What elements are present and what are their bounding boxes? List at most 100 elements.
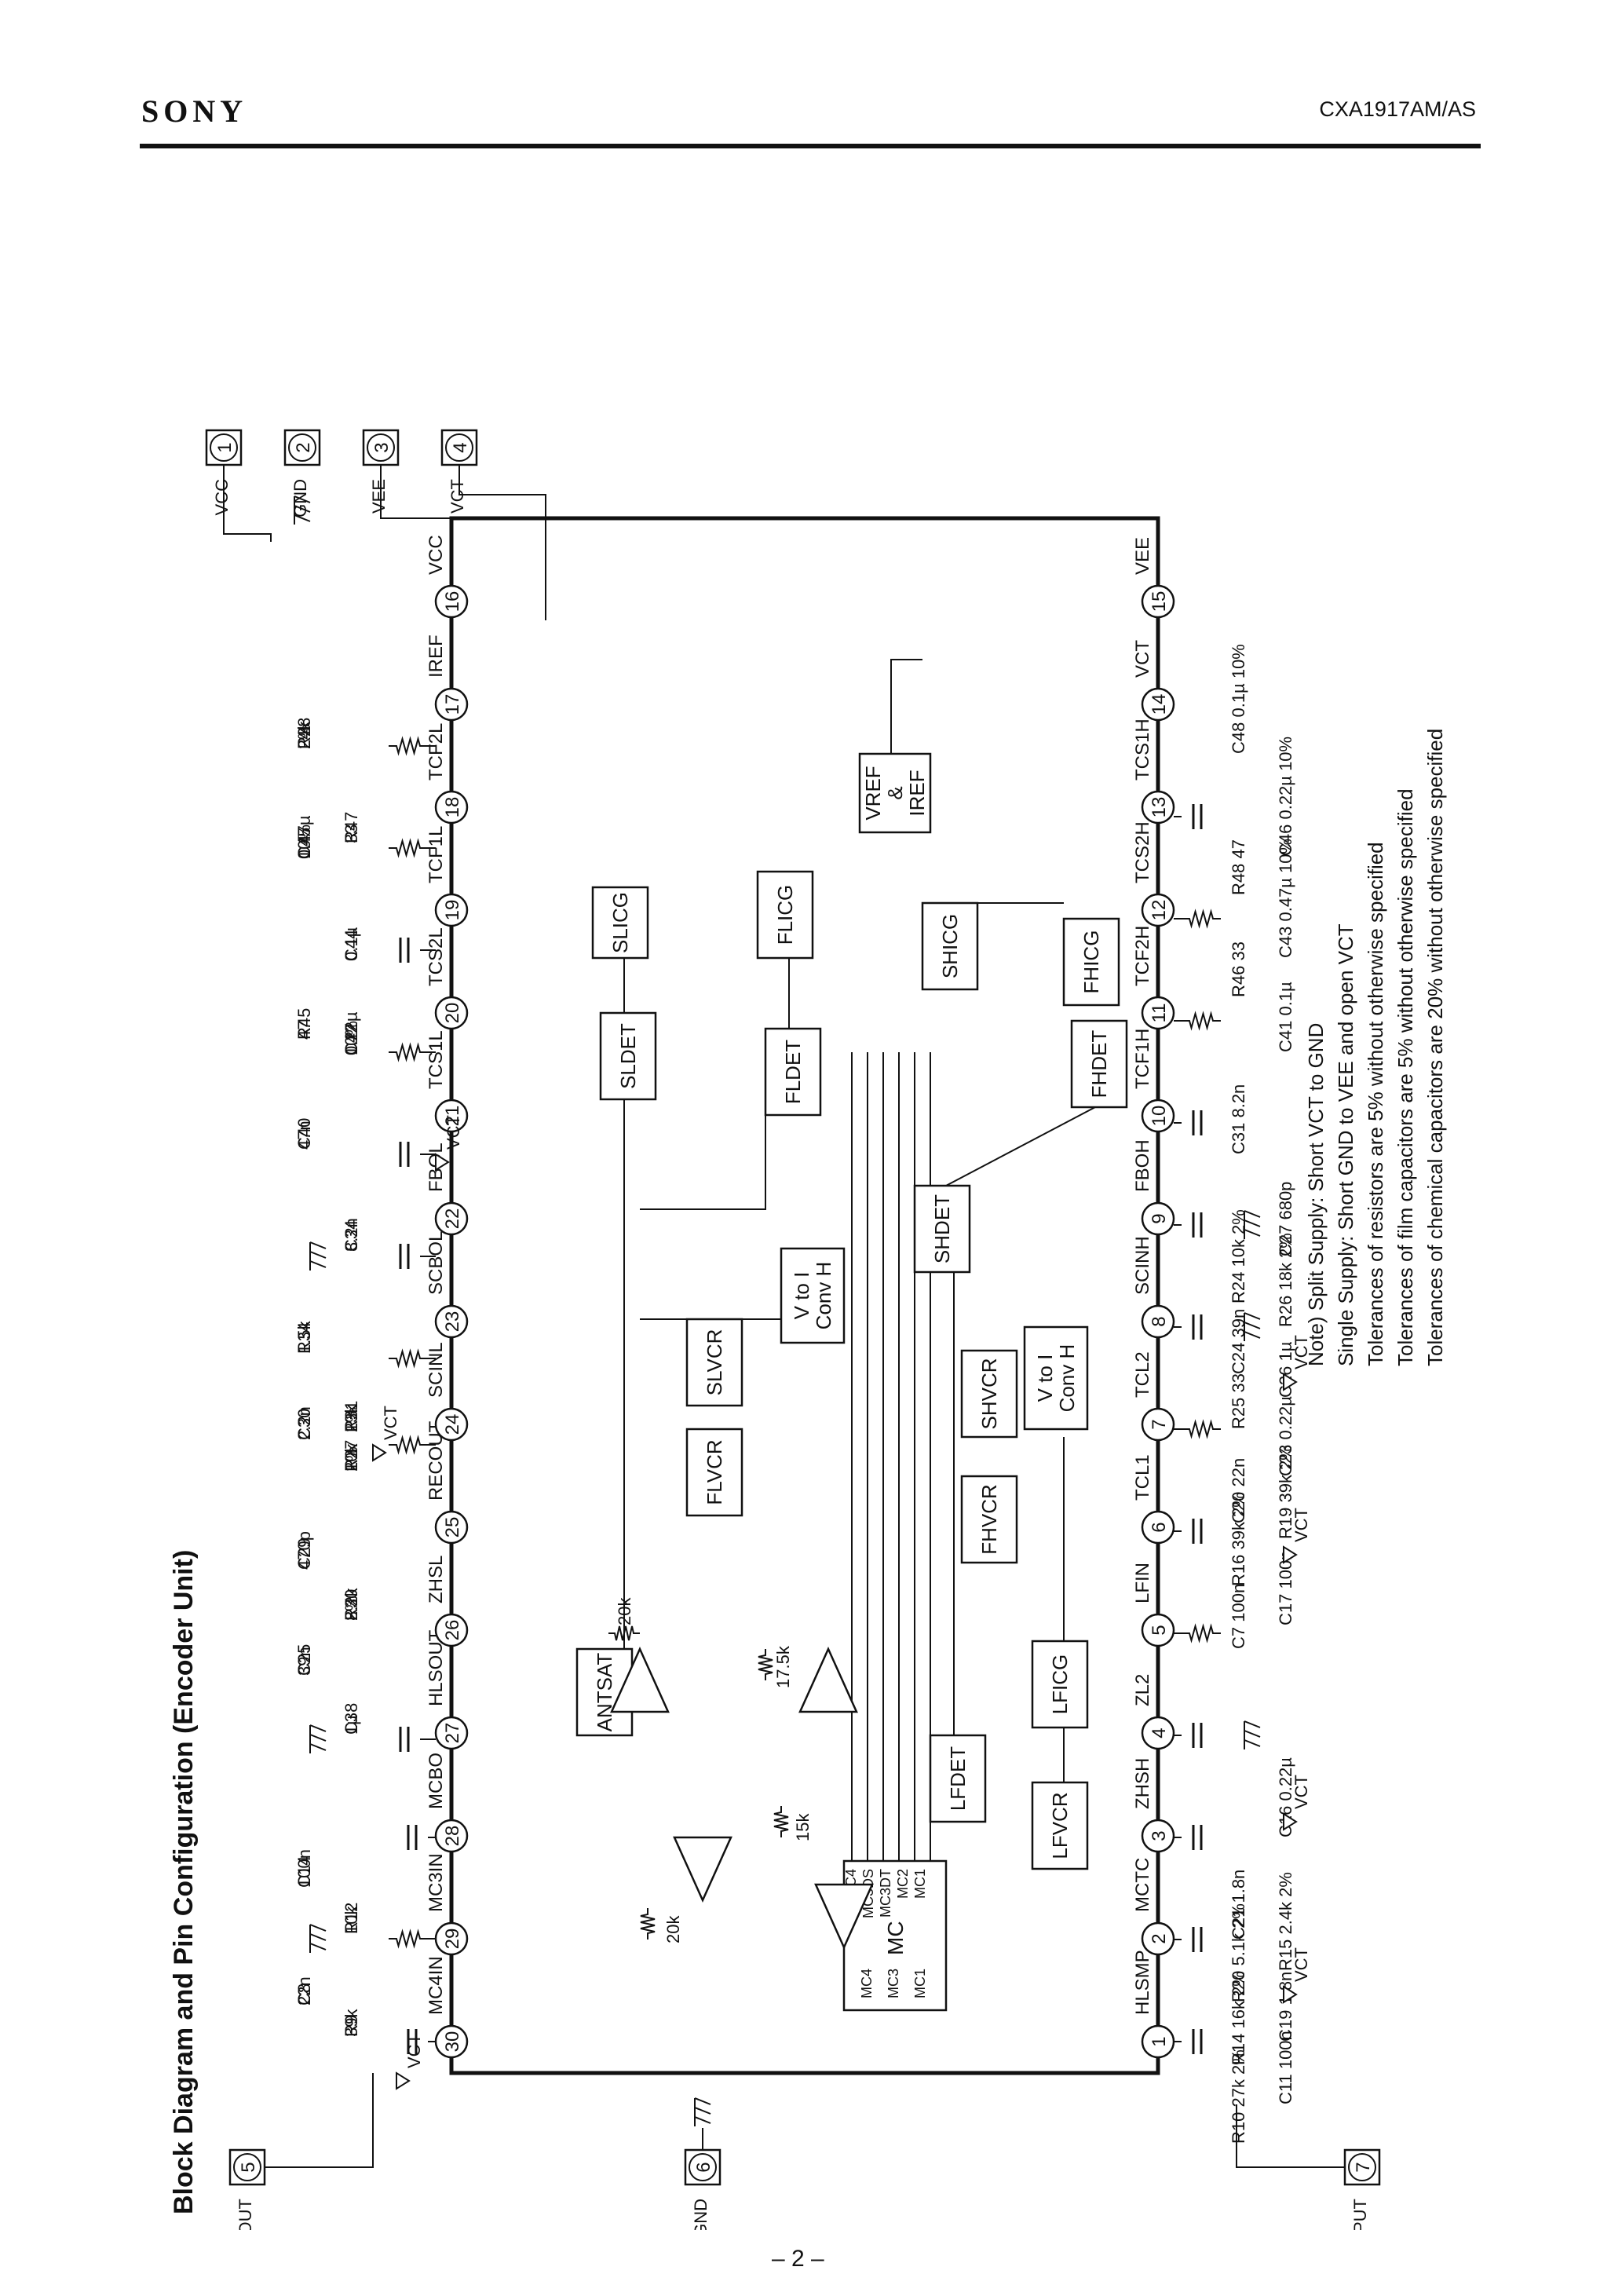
block-8-label: Conv H [812,1262,835,1330]
ext-pin-6-label: GND [691,2199,711,2230]
mc-in-label: MC4 [859,1969,875,1998]
block-17 [858,752,932,834]
bottom-pin-2 [1141,1921,1175,1956]
comp-resistor [389,838,428,858]
brand-logo: SONY [141,93,248,129]
res-15k [773,1806,789,1837]
comp-resistor [1182,1623,1221,1643]
block-9-label: SLVCR [703,1329,726,1396]
bottom-comp-label: R48 47 [1229,839,1248,895]
ext-pin-5-number: 5 [238,2162,259,2172]
top-comp-label: C29 [294,1538,314,1570]
bottom-pin-7-number: 7 [1149,1419,1170,1429]
top-pin-19-number: 19 [442,900,463,921]
chip-body [449,516,1160,2075]
top-pin-label: MC4IN [426,1956,447,2015]
ground-bot-2 [1244,1322,1261,1329]
ext-pin-2-number: 2 [293,442,314,452]
top-comp-label: R28 [294,718,314,749]
block-vtoi-h2-label: V to I [1033,1355,1057,1402]
amp-4 [673,1836,732,1903]
bottom-pin-11 [1141,996,1175,1030]
ground-ext-2 [294,505,311,513]
block-9 [685,1318,743,1407]
top-comp-label: C14 [294,1856,314,1888]
ground-ext-6 [694,2107,711,2115]
ground-bot-2 [1244,1312,1261,1320]
bottom-comp-label: C46 0.22µ 10% [1276,737,1295,856]
block-17-label: & [883,786,907,799]
top-pin-22-number: 22 [442,1208,463,1230]
res-15k-label: 15k [793,1813,813,1841]
top-pin-29-number: 29 [442,1929,463,1950]
top-comp-label: 22n [294,1976,314,2005]
ext-pin-3-number: 3 [371,442,393,452]
ground-ext-6 [694,2116,711,2124]
top-pin-label: SCBOL [426,1231,447,1295]
top-comp-label: 47 [294,1021,314,1040]
bottom-comp-label: C20 22n [1229,1458,1248,1523]
ground-bot-3 [1244,1219,1261,1227]
bottom-comp-label: C43 0.47µ 10% [1276,839,1295,958]
bottom-pin-label: VCT [1132,640,1153,678]
header-rule [140,144,1481,148]
ground-top [309,1924,327,1932]
bottom-pin-4-number: 4 [1149,1727,1170,1738]
mc-in-label: MC3 [886,1969,901,1998]
top-comp-label: 10k [342,1906,361,1934]
wire-vee [380,465,577,519]
bottom-comp-label: R16 39k 2% [1229,1492,1248,1586]
wire-input [1236,2104,1345,2168]
ground-bot-3 [1244,1210,1261,1218]
bottom-pin-label: TCS2H [1132,821,1153,883]
vct-arrow-5 [1283,1545,1298,1564]
ext-pin-6-ring [689,2153,717,2181]
top-pin-28-number: 28 [442,1826,463,1847]
ext-pin-1-label: VCC [212,479,232,516]
ext-pin-6-number: 6 [693,2162,714,2172]
top-comp-label: 0.1µ [342,927,361,961]
bottom-pin-5-number: 5 [1149,1625,1170,1635]
bottom-comp-label: C19 1.8n [1276,1972,1295,2042]
top-pin-label: MC3IN [426,1853,447,1912]
top-pin-16-number: 16 [442,591,463,612]
bottom-comp-label: C7 100n [1229,1584,1248,1649]
bottom-pin-label: SCINH [1132,1236,1153,1295]
ext-pin-3-label: VEE [369,479,389,514]
bottom-comp-label: R10 27k 2% [1229,2049,1248,2144]
vct-arrow-6 [1283,1373,1298,1391]
ext-pin-2-ring [288,433,316,462]
top-pin-24-number: 24 [442,1414,463,1435]
bottom-comp-label: C41 0.1µ [1276,982,1295,1052]
top-comp-label: 0.22µ [342,1011,361,1055]
top-pin-label: TCS1L [426,1030,447,1089]
comp-resistor [1182,909,1221,929]
vct-label: VCT [381,1406,400,1440]
comp-resistor [1182,1419,1221,1439]
top-comp-label: 10k [342,1443,361,1472]
top-comp-label: 470p [294,1531,314,1570]
top-comp-label: 10% [294,824,314,859]
block-1-label: FLICG [773,885,797,945]
ext-pin-2 [283,429,321,466]
top-pin-25-number: 25 [442,1517,463,1538]
vct-label: VCT [1291,1775,1311,1809]
vct-arrow-2 [435,1153,450,1172]
top-pin-label: ZHSL [426,1556,447,1603]
bottom-pin-9-number: 9 [1149,1213,1170,1223]
bottom-pin-10 [1141,1099,1175,1133]
bottom-comp-label: C23 0.22µ [1276,1396,1295,1476]
block-4 [921,901,979,991]
bottom-comp-label: R14 16k 2% [1229,1971,1248,2065]
ext-pin-7-ring [1348,2153,1376,2181]
bottom-comp-label: R46 33 [1229,941,1248,997]
bottom-pin-label: TCF1H [1132,1029,1153,1089]
bottom-pin-label: TCL2 [1132,1351,1153,1398]
bottom-pin-3-number: 3 [1149,1830,1170,1841]
comp-resistor [389,1042,428,1062]
bottom-comp-label: C31 8.2n [1229,1084,1248,1154]
bottom-pin-8 [1141,1304,1175,1339]
top-pin-30-number: 30 [442,2031,463,2053]
bottom-comp-label: C11 100n [1276,2031,1295,2104]
top-pin-label: VCC [426,535,447,575]
